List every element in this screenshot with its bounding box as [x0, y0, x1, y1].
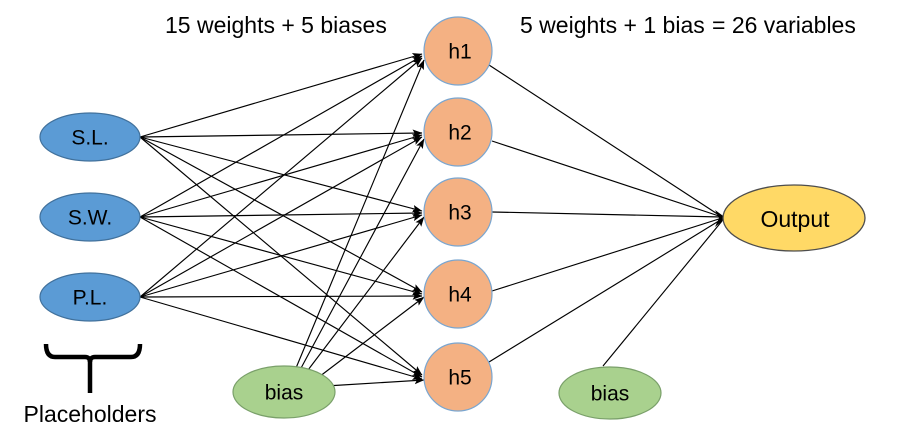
edge-pl-h5 [139, 296, 423, 380]
placeholders-brace: Placeholders [24, 343, 157, 427]
input-node-pl[interactable]: P.L. [39, 272, 141, 322]
hidden-node-h2-shape[interactable] [423, 97, 493, 167]
bias-node-output-shape[interactable] [558, 366, 662, 420]
right-annotation-text: 5 weights + 1 bias [520, 12, 705, 38]
hidden-node-h1-label: h1 [448, 41, 471, 64]
edge-bias-h4 [314, 296, 425, 381]
output-node[interactable]: Output [722, 184, 866, 252]
total-annotation-text: = 26 variables [712, 12, 856, 38]
input-node-sl-shape[interactable] [39, 112, 141, 162]
edges-input-to-hidden [139, 53, 423, 380]
bias-node-hidden[interactable]: bias [232, 365, 336, 419]
edge-bias-h1 [295, 59, 425, 369]
edge-sw-h1 [139, 55, 423, 218]
edge-bias-h3 [304, 216, 425, 375]
input-node-sw-shape[interactable] [39, 192, 141, 242]
placeholders-label: Placeholders [24, 401, 157, 427]
hidden-node-h5-label: h5 [448, 367, 471, 390]
hidden-node-h1-shape[interactable] [423, 16, 493, 86]
hidden-node-h2-label: h2 [448, 122, 471, 145]
left-annotation-text: 15 weights + 5 biases [165, 12, 387, 38]
edge-h3-output [491, 211, 723, 218]
edge-sw-h2 [139, 134, 423, 218]
output-node-label: Output [760, 206, 830, 232]
input-node-pl-label: P.L. [73, 287, 108, 310]
edge-bias-h2 [299, 138, 425, 371]
hidden-node-h3-shape[interactable] [423, 177, 493, 247]
bias-node-hidden-label: bias [265, 382, 304, 405]
input-node-sl[interactable]: S.L. [39, 112, 141, 162]
brace-icon [43, 343, 143, 363]
edge-pl-h2 [139, 136, 423, 298]
hidden-node-h5-shape[interactable] [423, 342, 493, 412]
edge-h2-output [491, 140, 723, 218]
input-node-sw-label: S.W. [68, 207, 112, 230]
top-annotations: 15 weights + 5 biases 5 weights + 1 bias… [165, 12, 856, 38]
edges-hidden-to-output [488, 64, 726, 367]
input-layer: S.L. S.W. P.L. [39, 112, 141, 322]
bias-node-hidden-shape[interactable] [232, 365, 336, 419]
edge-h4-output [491, 217, 723, 292]
edge-h5-output [488, 218, 723, 363]
hidden-node-h2[interactable]: h2 [423, 97, 493, 167]
input-node-sl-label: S.L. [71, 127, 108, 150]
hidden-node-h5[interactable]: h5 [423, 342, 493, 412]
edge-pl-h3 [139, 214, 423, 298]
edge-pl-h4 [139, 292, 423, 300]
edges-bias-to-hidden [295, 59, 425, 387]
hidden-node-h4[interactable]: h4 [423, 259, 493, 329]
hidden-node-h4-label: h4 [448, 284, 472, 307]
hidden-node-h1[interactable]: h1 [423, 16, 493, 86]
output-node-shape[interactable] [722, 184, 866, 252]
edge-h1-output [488, 64, 723, 218]
bias-node-output[interactable]: bias [558, 366, 662, 420]
edge-bias-output [602, 220, 723, 367]
hidden-layer: h1 h2 h3 h4 h5 [423, 16, 493, 412]
output-arrowhead-icon [715, 210, 726, 227]
edge-sl-h2 [139, 129, 423, 138]
edge-pl-h1 [139, 57, 423, 298]
bias-node-output-label: bias [591, 383, 630, 406]
hidden-node-h3-label: h3 [448, 202, 471, 225]
input-node-sw[interactable]: S.W. [39, 192, 141, 242]
edge-sl-h3 [139, 136, 423, 213]
edge-sl-h1 [139, 53, 423, 138]
edge-bias-h5 [325, 376, 425, 387]
edge-sw-h3 [139, 209, 423, 218]
input-node-pl-shape[interactable] [39, 272, 141, 322]
hidden-node-h3[interactable]: h3 [423, 177, 493, 247]
hidden-node-h4-shape[interactable] [423, 259, 493, 329]
